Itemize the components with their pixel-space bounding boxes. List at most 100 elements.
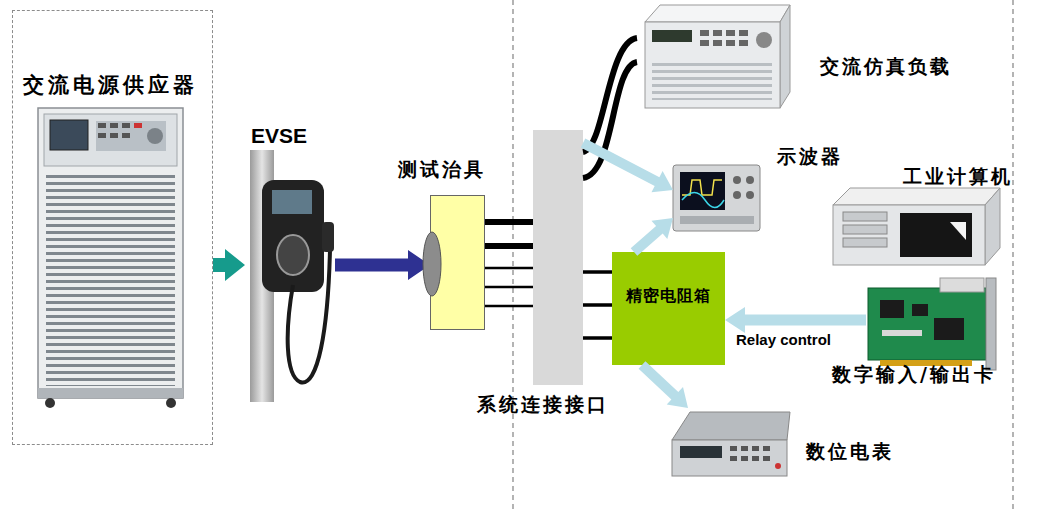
load-side — [780, 5, 790, 108]
charger-plug — [322, 222, 334, 252]
key — [763, 446, 770, 451]
node-label: EVSE — [251, 124, 307, 148]
scope-body — [673, 165, 760, 231]
cable-connector — [485, 222, 533, 306]
knob — [147, 128, 163, 144]
scope-screen — [680, 172, 725, 210]
wire — [583, 38, 637, 152]
multimeter-node: 数位电表 — [668, 408, 790, 480]
knob — [733, 191, 741, 199]
pc-door — [900, 213, 972, 257]
ac-load-node: 交流仿真负载 — [637, 0, 790, 112]
io-card-node: 数字输入/输出卡 — [866, 275, 1002, 370]
panel-keypad — [96, 121, 166, 151]
scope-inputs — [680, 216, 754, 224]
dashed-group-box: 交流电源供应器 — [12, 10, 213, 445]
pc-front — [833, 205, 985, 265]
node-label: 测试治具 — [398, 159, 486, 181]
load-top — [645, 5, 790, 22]
charger-holster — [277, 235, 309, 275]
load-display — [652, 30, 692, 42]
ac-load-instrument — [645, 5, 790, 108]
node-label: 系统连接接口 — [477, 394, 609, 416]
arrow-shape — [335, 250, 430, 280]
key — [110, 133, 118, 138]
digital-io-card — [868, 278, 996, 370]
block-arrow — [213, 249, 245, 281]
scope-trace — [682, 193, 724, 208]
key — [763, 456, 770, 461]
card-connector — [940, 278, 984, 292]
scope-trace — [682, 180, 722, 195]
key — [741, 446, 748, 451]
node-label: 精密电阻箱 — [612, 287, 725, 305]
node-label: 示波器 — [777, 146, 843, 168]
arrow-shape — [631, 218, 673, 256]
key — [726, 30, 735, 36]
wire — [485, 243, 533, 249]
key — [110, 123, 118, 128]
node-label: 数字输入/输出卡 — [832, 364, 996, 386]
edge-label: Relay control — [736, 331, 831, 348]
key — [741, 456, 748, 461]
wire — [485, 267, 533, 270]
panel-screen — [50, 120, 88, 150]
meter-front — [672, 440, 787, 476]
resistor-box: 精密电阻箱 — [612, 252, 725, 365]
pc-top — [833, 188, 1000, 205]
key — [98, 133, 106, 138]
cable-connector — [583, 272, 612, 338]
key — [726, 40, 735, 46]
arrow-shape — [639, 361, 688, 408]
key — [122, 133, 130, 138]
wire — [485, 286, 533, 289]
section-divider — [1012, 0, 1013, 513]
card-pcb — [868, 288, 986, 360]
wheel — [45, 398, 55, 408]
pc-side — [985, 188, 1000, 265]
evse-node: EVSE — [245, 155, 335, 400]
chip — [880, 300, 904, 318]
node-label: 工业计算机 — [903, 166, 1013, 188]
arrow-shape — [213, 249, 245, 281]
drive-bay — [843, 238, 887, 247]
test-fixture-box: 测试治具 — [430, 195, 485, 330]
arrow-shape — [725, 307, 866, 333]
computer-node: 工业计算机 — [830, 186, 1002, 266]
oscilloscope — [673, 165, 760, 231]
charger-cable — [288, 250, 330, 382]
key — [700, 30, 709, 36]
knob — [756, 32, 772, 48]
key — [752, 456, 759, 461]
relay-row — [882, 330, 922, 336]
drive-bay — [843, 225, 887, 234]
key — [752, 446, 759, 451]
interface-bar: 系统连接接口 — [533, 130, 583, 385]
chip — [912, 304, 928, 316]
cable-connector — [583, 38, 637, 178]
arrow-shape — [581, 139, 673, 193]
wheel — [166, 398, 176, 408]
control-panel — [44, 114, 177, 166]
load-vent — [652, 60, 772, 100]
load-front — [645, 22, 780, 108]
evse-charger — [250, 150, 334, 402]
key — [713, 30, 722, 36]
block-arrow — [639, 361, 688, 408]
knob — [746, 176, 754, 184]
key — [98, 123, 106, 128]
drive-bay — [843, 212, 887, 221]
block-arrow — [631, 218, 673, 256]
meter-top — [672, 412, 790, 440]
pc-door-mark — [950, 222, 966, 240]
key — [739, 30, 748, 36]
node-label: 数位电表 — [806, 441, 894, 463]
oscilloscope-node: 示波器 — [673, 163, 761, 233]
cabinet-base — [38, 388, 183, 398]
charger-body — [262, 180, 324, 292]
wire — [485, 305, 533, 308]
wire — [583, 303, 612, 307]
